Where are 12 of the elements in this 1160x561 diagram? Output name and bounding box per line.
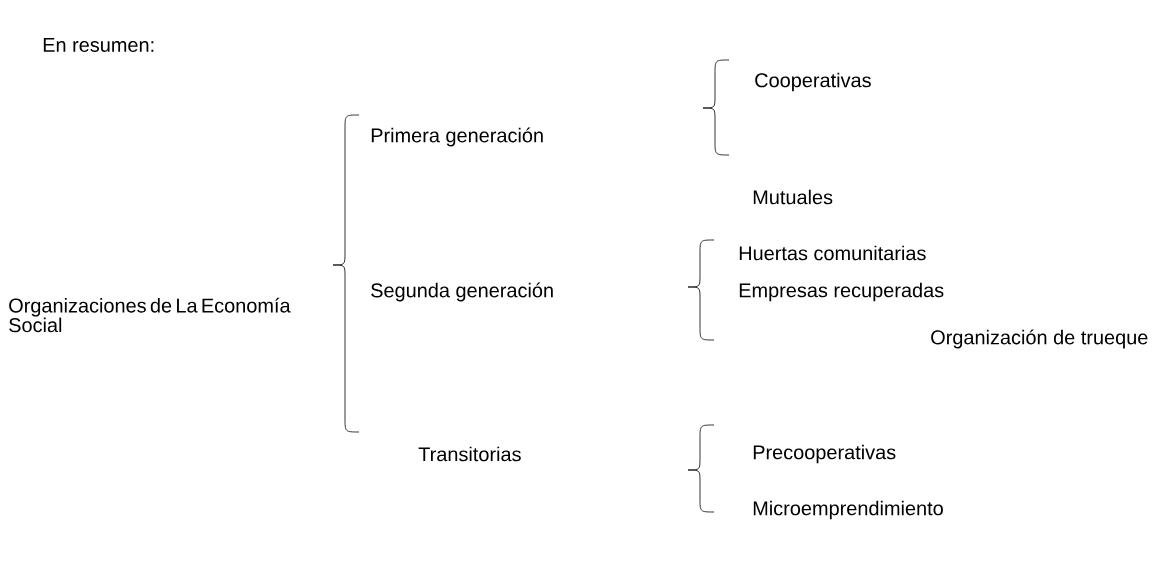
label: Cooperativas <box>755 72 871 92</box>
label: Mutuales <box>753 189 833 205</box>
label: Precooperativas <box>753 444 896 464</box>
label: Organización de trueque <box>931 329 1148 349</box>
label: Primera generación <box>371 127 543 147</box>
label: Segunda generación <box>371 282 553 302</box>
label: Empresas recuperadas <box>739 282 944 302</box>
label: Huertas comunitarias <box>739 245 926 261</box>
label: Microemprendimiento <box>753 500 943 520</box>
label: Organizaciones de La Economía Social <box>9 297 291 333</box>
heading: En resumen: <box>43 38 154 52</box>
label: Transitorias <box>418 446 521 462</box>
